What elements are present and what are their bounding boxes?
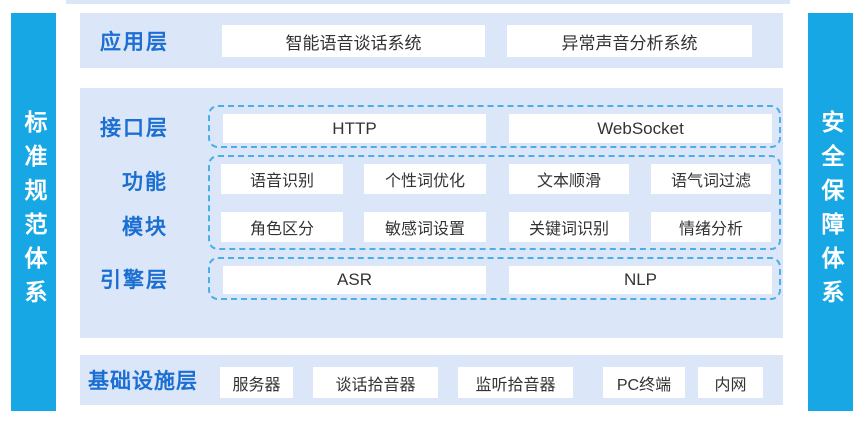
pillar-standards: 标准规范体系 [11,13,56,411]
infra-box-intranet: 内网 [698,367,763,398]
app-box-smart-voice-system: 智能语音谈话系统 [222,25,485,57]
function-box-keyword-recognition: 关键词识别 [509,212,629,242]
function-module-group: 语音识别 个性词优化 文本顺滑 语气词过滤 角色区分 敏感词设置 关键词识别 情… [208,155,781,250]
interface-box-http: HTTP [223,114,486,143]
infrastructure-layer-label: 基础设施层 [88,370,198,393]
function-box-text-smoothing: 文本顺滑 [509,164,629,194]
engine-box-nlp: NLP [509,266,772,294]
application-layer-band: 应用层 智能语音谈话系统 异常声音分析系统 [80,13,783,68]
function-module-label-line2: 模块 [122,215,168,239]
pillar-standards-label: 标准规范体系 [21,110,47,314]
application-layer-label: 应用层 [100,30,169,54]
function-box-speech-recognition: 语音识别 [221,164,343,194]
interface-layer-label: 接口层 [100,116,169,140]
engine-layer-label: 引擎层 [100,268,169,292]
top-edge-strip [66,0,790,4]
engine-layer-group: ASR NLP [208,257,781,300]
function-box-personal-word-optimization: 个性词优化 [364,164,486,194]
pillar-security: 安全保障体系 [808,13,853,411]
infra-box-pc-terminal: PC终端 [603,367,685,398]
function-box-sensitive-word-settings: 敏感词设置 [364,212,486,242]
function-module-label-line1: 功能 [122,170,168,194]
function-module-label: 功能 模块 [100,158,190,248]
infra-box-conversation-pickup: 谈话拾音器 [313,367,438,398]
engine-box-asr: ASR [223,266,486,294]
function-box-emotion-analysis: 情绪分析 [651,212,771,242]
function-box-role-distinction: 角色区分 [221,212,343,242]
interface-layer-group: HTTP WebSocket [208,105,781,148]
infra-box-monitor-pickup: 监听拾音器 [458,367,573,398]
function-box-modal-word-filter: 语气词过滤 [651,164,771,194]
app-box-abnormal-sound-system: 异常声音分析系统 [507,25,752,57]
pillar-security-label: 安全保障体系 [818,110,844,314]
interface-box-websocket: WebSocket [509,114,772,143]
middle-band: 接口层 HTTP WebSocket 功能 模块 语音识别 个性词优化 文本顺滑… [80,88,783,338]
infrastructure-layer-band: 基础设施层 服务器 谈话拾音器 监听拾音器 PC终端 内网 [80,355,783,405]
infra-box-server: 服务器 [220,367,293,398]
